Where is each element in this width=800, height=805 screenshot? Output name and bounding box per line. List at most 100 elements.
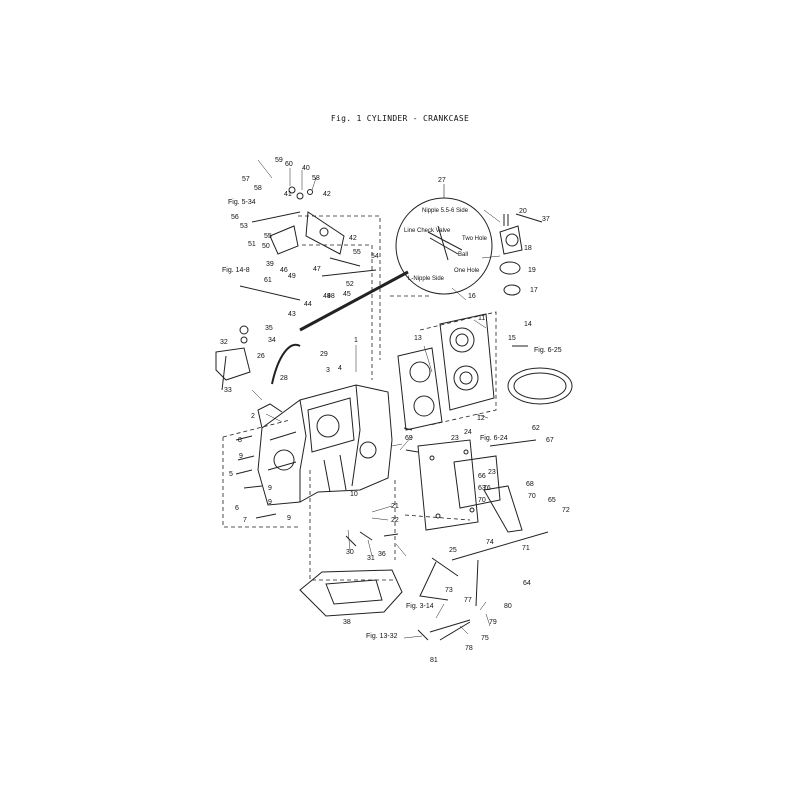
part-number-callout: 49 xyxy=(323,293,331,300)
choke-lever xyxy=(215,325,251,391)
detail-pointer xyxy=(299,270,409,332)
part-number-callout: 3 xyxy=(326,367,330,374)
part-number-callout: 48 xyxy=(327,293,335,300)
inset-label: L-Nipple Side xyxy=(408,276,445,282)
fuel-hose xyxy=(271,343,301,385)
part-number-callout: 34 xyxy=(268,337,276,344)
part-number-callout: 57 xyxy=(242,176,250,183)
part-number-callout: 18 xyxy=(524,245,532,252)
part-number-callout: 40 xyxy=(302,165,310,172)
part-number-callout: 39 xyxy=(266,261,274,268)
part-number-callout: 37 xyxy=(542,216,550,223)
part-number-callout: 74 xyxy=(486,539,494,546)
part-number-callout: 4 xyxy=(338,365,342,372)
part-number-callout: 21 xyxy=(391,503,399,510)
thermostat-housing xyxy=(499,214,523,296)
part-number-callout: 47 xyxy=(313,266,321,273)
check-valve-detail xyxy=(395,184,493,295)
part-number-callout: 46 xyxy=(280,267,288,274)
part-number-callout: 7 xyxy=(243,517,247,524)
part-number-callout: 42 xyxy=(349,235,357,242)
gasket-ring xyxy=(507,367,573,405)
part-number-callout: 79 xyxy=(489,619,497,626)
part-number-callout: 69 xyxy=(405,435,413,442)
exhaust-cover xyxy=(417,439,501,531)
part-number-callout: 33 xyxy=(224,387,232,394)
part-number-callout: 58 xyxy=(312,175,320,182)
part-number-callout: 50 xyxy=(262,243,270,250)
part-number-callout: 54 xyxy=(371,253,379,260)
part-number-callout: 28 xyxy=(280,375,288,382)
part-number-callout: 14 xyxy=(524,321,532,328)
part-number-callout: 60 xyxy=(285,161,293,168)
part-number-callout: 58 xyxy=(254,185,262,192)
part-number-callout: 24 xyxy=(464,429,472,436)
part-number-callout: 75 xyxy=(481,635,489,642)
part-number-callout: 73 xyxy=(445,587,453,594)
part-number-callout: 29 xyxy=(320,351,328,358)
figure-reference: Fig. 5-34 xyxy=(228,199,256,206)
part-number-callout: 11 xyxy=(478,315,485,322)
part-number-callout: 23 xyxy=(488,469,496,476)
part-number-callout: 30 xyxy=(346,549,354,556)
inset-number: 27 xyxy=(438,177,446,184)
part-number-callout: 67 xyxy=(546,437,554,444)
head-gasket xyxy=(397,347,443,431)
part-number-callout: 66 xyxy=(478,473,486,480)
leader-lines xyxy=(251,159,501,639)
figure-reference: Fig. 6-25 xyxy=(534,347,562,354)
part-number-callout: 23 xyxy=(451,435,459,442)
part-number-callout: 19 xyxy=(528,267,536,274)
part-number-callout: 63 xyxy=(478,485,486,492)
part-number-callout: 9 xyxy=(268,499,272,506)
inset-label: Line Check Valve xyxy=(404,228,451,234)
part-number-callout: 36 xyxy=(378,551,386,558)
inset-label: Nipple 5.5-6 Side xyxy=(422,208,469,214)
part-number-callout: 68 xyxy=(526,481,534,488)
part-number-callout: 31 xyxy=(367,555,375,562)
part-number-callout: 16 xyxy=(468,293,476,300)
part-number-callout: 45 xyxy=(343,291,351,298)
part-number-callout: 81 xyxy=(430,657,438,664)
part-number-callout: 6 xyxy=(235,505,239,512)
figure-references: Fig. 5-34 Fig. 14-8 Fig. 6-25 Fig. 6-24 … xyxy=(222,199,562,640)
throttle-linkage xyxy=(239,186,377,301)
bolts xyxy=(235,213,543,641)
part-number-callout: 62 xyxy=(532,425,540,432)
part-number-callout: 17 xyxy=(530,287,538,294)
part-number-callout: 38 xyxy=(343,619,351,626)
part-number-callout: 1 xyxy=(354,337,358,344)
figure-reference: Fig. 6-24 xyxy=(480,435,508,442)
bottom-cover-plate xyxy=(299,569,403,617)
linkage-rods xyxy=(419,439,549,641)
part-number-callout: 70 xyxy=(478,497,486,504)
figure-title: Fig. 1 CYLINDER - CRANKCASE xyxy=(330,114,470,123)
part-number-callout: 61 xyxy=(264,277,272,284)
part-number-callout: 15 xyxy=(508,335,516,342)
part-number-callout: 80 xyxy=(504,603,512,610)
part-number-callout: 51 xyxy=(248,241,256,248)
part-number-callout: 64 xyxy=(523,580,531,587)
part-number-callout: 12 xyxy=(477,415,485,422)
inset-label: Two Hole xyxy=(462,236,488,242)
part-number-callout: 20 xyxy=(519,208,527,215)
part-number-callout: 44 xyxy=(304,301,312,308)
figure-reference: Fig. 13-32 xyxy=(366,633,398,640)
part-number-callout: 59 xyxy=(275,157,283,164)
part-number-callout: 41 xyxy=(284,191,292,198)
part-number-callout: 26 xyxy=(257,353,265,360)
cylinder-head xyxy=(439,313,495,411)
part-number-callout: 42 xyxy=(323,191,331,198)
part-number-callout: 9 xyxy=(268,485,272,492)
inset-label: Ball xyxy=(458,252,468,258)
part-number-callout: 43 xyxy=(288,311,296,318)
part-number-callout: 76 xyxy=(483,485,491,492)
figure-reference: Fig. 3-14 xyxy=(406,603,434,610)
part-number-callout: 77 xyxy=(464,597,472,604)
part-number-callout: 78 xyxy=(465,645,473,652)
part-number-callout: 13 xyxy=(414,335,422,342)
part-number-callout: 35 xyxy=(265,325,273,332)
part-number-callout: 53 xyxy=(240,223,248,230)
part-number-callout: 2 xyxy=(251,413,255,420)
